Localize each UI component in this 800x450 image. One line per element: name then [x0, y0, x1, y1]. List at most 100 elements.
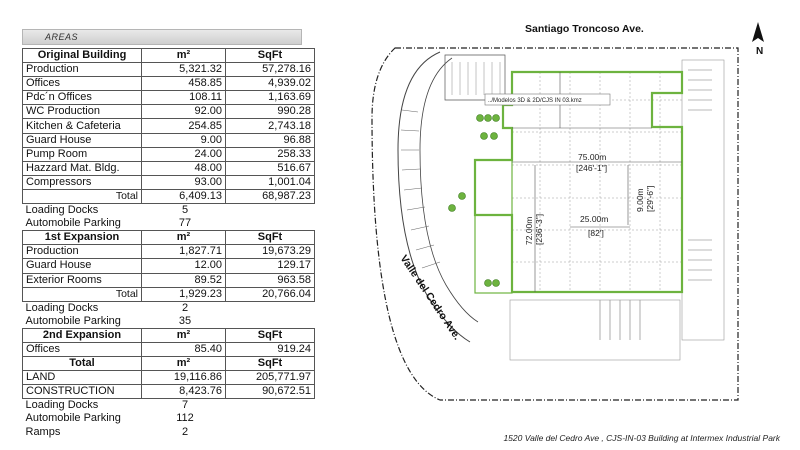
- file-path-label: ../Modelos 3D & 2D/CJS IN 03.kmz: [488, 98, 582, 104]
- unit-m2: m²: [141, 356, 226, 372]
- row-m2: 93.00: [141, 174, 226, 190]
- total-m2: 1,929.23: [141, 286, 226, 302]
- section-title: Original Building: [22, 47, 142, 64]
- caption: 1520 Valle del Cedro Ave , CJS-IN-03 Bui…: [503, 433, 780, 443]
- top-parking: [444, 54, 506, 101]
- plain-label: Loading Docks: [25, 301, 99, 314]
- row-sqft: 963.58: [225, 272, 315, 288]
- office-block: [474, 159, 513, 216]
- plain-value: 112: [176, 412, 194, 425]
- unit-m2: m²: [141, 47, 226, 64]
- unit-sqft: SqFt: [225, 356, 315, 372]
- dim-depth-label: 72.00m: [524, 217, 534, 245]
- top-parking-stalls: [451, 62, 501, 95]
- section-title: 2nd Expansion: [22, 327, 142, 343]
- dim-side-ft-label: [29'-6"]: [645, 186, 655, 212]
- dim-width-label: 75.00m: [578, 152, 606, 162]
- row-m2: 1,827.71: [141, 244, 226, 260]
- row-sqft: 1,001.04: [225, 174, 315, 190]
- total-sqft: 20,766.04: [225, 286, 315, 302]
- dim-depth-ft-label: [236'-3"]: [534, 214, 544, 245]
- dock-stalls-bottom: [599, 300, 641, 340]
- truck-yard-right: [681, 59, 725, 341]
- section-title: Total: [22, 356, 142, 372]
- row-label: Guard House: [22, 132, 142, 148]
- unit-m2: m²: [141, 230, 226, 246]
- dim-side-label: 9.00m: [635, 188, 645, 212]
- row-sqft: 1,163.69: [225, 90, 315, 106]
- areas-header: AREAS: [22, 29, 302, 45]
- row-m2: 92.00: [141, 104, 226, 120]
- unit-sqft: SqFt: [225, 47, 315, 64]
- row-label: Offices: [22, 76, 142, 92]
- plain-value: 77: [178, 217, 192, 230]
- north-arrow-icon: [752, 22, 764, 42]
- row-label: Production: [22, 244, 142, 260]
- total-m2: 6,409.13: [141, 188, 226, 205]
- row-sqft: 516.67: [225, 160, 315, 176]
- table-header-second-expansion: 2nd Expansion m² SqFt: [22, 327, 315, 343]
- total-label: Total: [22, 188, 142, 205]
- row-label: WC Production: [22, 104, 142, 120]
- row-m2: 9.00: [141, 132, 226, 148]
- street-top-label: Santiago Troncoso Ave.: [525, 23, 644, 35]
- row-m2: 24.00: [141, 146, 226, 162]
- row-m2: 458.85: [141, 76, 226, 92]
- row-m2: 254.85: [141, 118, 226, 134]
- total-label: Total: [22, 286, 142, 302]
- row-sqft: 2,743.18: [225, 118, 315, 134]
- dock-stalls-right: [688, 69, 712, 281]
- unit-sqft: SqFt: [225, 230, 315, 246]
- dim-bay-label: 25.00m: [580, 214, 608, 224]
- north-label: N: [756, 46, 763, 57]
- row-label: Compressors: [22, 174, 142, 190]
- row-sqft: 919.24: [225, 341, 315, 358]
- row-label: Guard House: [22, 258, 142, 274]
- tree-icons: [448, 114, 500, 287]
- row-label: Pump Room: [22, 146, 142, 162]
- row-sqft: 258.33: [225, 146, 315, 162]
- row-m2: 5,321.32: [141, 62, 226, 78]
- areas-header-title: AREAS: [45, 32, 79, 42]
- row-sqft: 96.88: [225, 132, 315, 148]
- row-label: CONSTRUCTION: [22, 384, 142, 400]
- plain-value: 35: [178, 314, 192, 327]
- row-m2: 48.00: [141, 160, 226, 176]
- plain-row: Automobile Parking 112: [23, 412, 315, 425]
- plain-value: 2: [181, 425, 189, 438]
- plain-label: Automobile Parking: [25, 412, 121, 425]
- row-label: Offices: [22, 341, 142, 358]
- plain-row: Loading Docks 2: [23, 301, 315, 315]
- row-sqft: 19,673.29: [225, 244, 315, 260]
- dim-bay-ft-label: [82']: [588, 228, 604, 238]
- row-m2: 108.11: [141, 90, 226, 106]
- street-side-label: Valle del Cedro Ave.: [398, 253, 464, 342]
- unit-sqft: SqFt: [225, 327, 315, 343]
- plain-label: Ramps: [25, 425, 61, 438]
- unit-m2: m²: [141, 327, 226, 343]
- plain-value: 5: [181, 204, 189, 217]
- parking-ticks: [400, 109, 441, 269]
- plain-value: 2: [181, 301, 189, 314]
